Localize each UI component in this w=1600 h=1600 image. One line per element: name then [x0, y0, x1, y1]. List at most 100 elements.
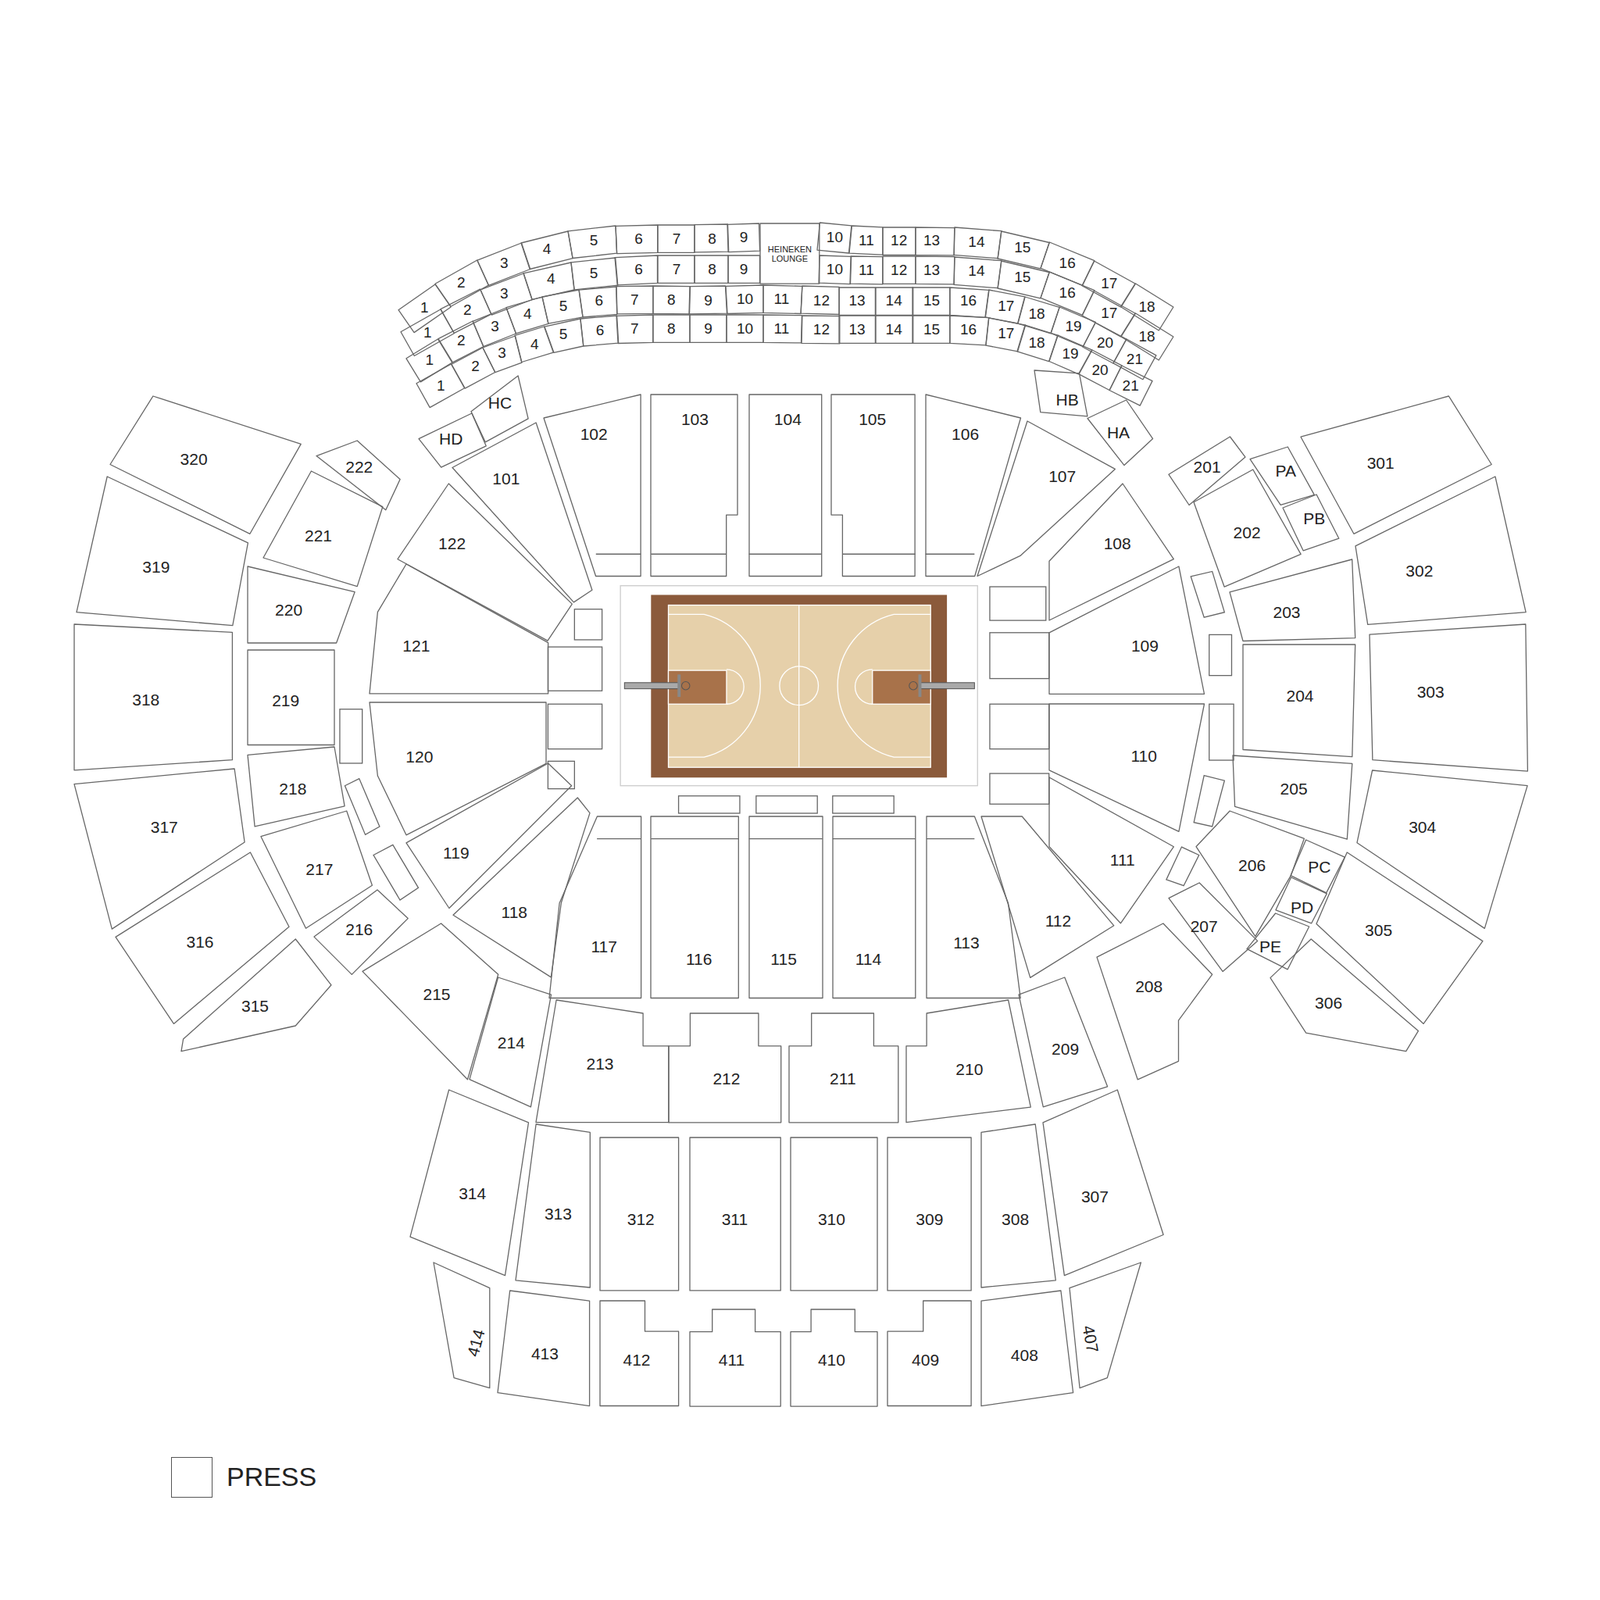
- seating-section: 309: [887, 1137, 972, 1291]
- section-label: 215: [422, 985, 450, 1004]
- section-shape: [1050, 307, 1096, 347]
- seating-section: 117: [549, 816, 642, 998]
- section-shape: [1250, 446, 1315, 505]
- section-outline: [410, 1089, 529, 1276]
- section-label: 21: [1122, 377, 1140, 394]
- suite-box: 13: [839, 287, 875, 315]
- section-label: 1: [436, 377, 446, 394]
- section-label: 11: [858, 262, 875, 279]
- section-shape: [1017, 325, 1058, 362]
- section-label: 11: [774, 320, 790, 337]
- section-label: 2: [457, 332, 466, 350]
- section-shape: [316, 440, 400, 511]
- section-label: 118: [501, 903, 528, 922]
- court-border: [650, 594, 947, 778]
- section-shape: [882, 227, 916, 255]
- seating-section: 320: [110, 396, 301, 534]
- suite-box: 15: [997, 231, 1050, 269]
- suite-box: 3: [477, 242, 531, 286]
- section-shape: [912, 287, 950, 315]
- section-label: 3: [490, 318, 500, 336]
- seating-section: 314: [410, 1089, 529, 1276]
- section-shape: [1049, 335, 1093, 375]
- section-shape: [689, 285, 728, 315]
- suite-box: 20: [1078, 350, 1122, 390]
- seating-section: 304: [1357, 770, 1528, 929]
- section-shape: [817, 222, 852, 254]
- seating-section: 312: [600, 1137, 679, 1291]
- seating-section: 209: [1018, 977, 1108, 1108]
- section-shape: [1018, 977, 1108, 1108]
- section-outline: [181, 939, 332, 1052]
- press-box: [989, 586, 1047, 621]
- section-label: 6: [594, 292, 604, 310]
- section-shape: [600, 1300, 679, 1407]
- section-outline: [369, 702, 547, 836]
- section-shape: [1355, 476, 1526, 625]
- suite-box: 21: [1109, 365, 1153, 406]
- suite-box: 7: [657, 225, 695, 253]
- seating-section: 414: [433, 1262, 490, 1389]
- section-shape: [763, 314, 802, 343]
- section-shape: [410, 1089, 529, 1276]
- seating-section: 120: [369, 702, 547, 836]
- section-shape: [650, 816, 739, 999]
- seating-section: 202: [1193, 469, 1301, 587]
- section-shape: [110, 396, 301, 534]
- section-shape: [1369, 624, 1528, 772]
- suite-box: 19: [1049, 335, 1093, 375]
- seating-section: 217: [260, 810, 372, 929]
- section-shape: [725, 285, 764, 315]
- section-shape: [369, 702, 547, 836]
- suite-box: 9: [689, 285, 727, 315]
- section-shape: [571, 257, 618, 290]
- section-outline: [453, 797, 590, 978]
- section-shape: [790, 1137, 878, 1291]
- seating-section: 310: [790, 1137, 878, 1291]
- seating-section: 410: [790, 1309, 878, 1407]
- seating-section: HB: [1034, 370, 1088, 417]
- section-label: 15: [1014, 239, 1031, 257]
- suite-box: 14: [953, 227, 1002, 259]
- section-label: 408: [1010, 1346, 1039, 1365]
- suite-box: 9: [689, 314, 727, 343]
- section-shape: [616, 285, 654, 315]
- seating-section: HD: [418, 413, 486, 468]
- seating-section: 407: [1069, 1262, 1141, 1389]
- section-label: 115: [770, 950, 797, 968]
- suite-box: 12: [800, 285, 840, 315]
- seating-section: 212: [668, 1013, 782, 1123]
- section-shape: [694, 224, 729, 253]
- section-shape: [749, 816, 823, 999]
- suite-box: 3: [482, 335, 522, 373]
- section-label: 14: [885, 321, 903, 338]
- section-label: 4: [530, 336, 540, 354]
- section-shape: [887, 1137, 972, 1291]
- section-label: PE: [1259, 938, 1282, 957]
- section-label: 318: [132, 690, 160, 709]
- section-shape: [1168, 882, 1258, 972]
- suite-box: 10: [725, 285, 764, 315]
- seating-section: 221: [263, 471, 383, 587]
- section-shape: [615, 225, 658, 254]
- seating-section: 101: [452, 422, 593, 603]
- section-label: 2: [463, 302, 472, 319]
- section-label: 411: [718, 1351, 745, 1370]
- suite-box: 6: [580, 315, 619, 347]
- section-shape: [1096, 923, 1213, 1080]
- seating-section: HC: [471, 375, 529, 443]
- section-label: 308: [1001, 1210, 1029, 1229]
- section-outline: [1069, 1262, 1141, 1389]
- seating-section: 307: [1042, 1089, 1164, 1276]
- section-label: 3: [500, 255, 509, 272]
- section-shape: [1193, 469, 1301, 587]
- section-shape: [76, 476, 248, 626]
- seating-section: 308: [981, 1124, 1056, 1288]
- suite-box: 2: [438, 321, 484, 363]
- section-label: 112: [1045, 912, 1072, 931]
- section-label: 301: [1367, 453, 1395, 472]
- section-shape: [1357, 770, 1528, 929]
- section-outline: [1270, 939, 1418, 1052]
- section-shape: [314, 889, 408, 975]
- section-outline: [406, 763, 572, 908]
